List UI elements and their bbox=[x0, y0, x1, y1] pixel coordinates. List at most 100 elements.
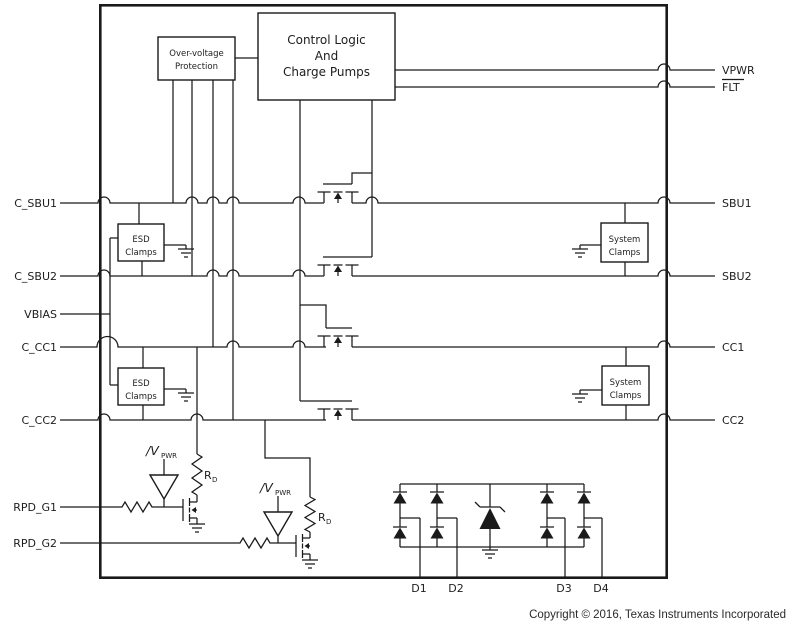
wire-cc1-right bbox=[352, 340, 715, 348]
wire-cc2-right bbox=[352, 413, 715, 421]
pin-label-c-cc2: C_CC2 bbox=[21, 414, 57, 427]
sys2-stubs bbox=[579, 347, 627, 420]
control-logic-label-2: And bbox=[315, 49, 338, 63]
nmos-pass-fet-cc1 bbox=[300, 304, 359, 347]
wire-rpd-g1 bbox=[60, 500, 183, 514]
rd2-rail bbox=[264, 420, 311, 497]
left-pin-labels: C_SBU1 C_SBU2 VBIAS C_CC1 C_CC2 RPD_G1 R… bbox=[13, 197, 57, 550]
system-clamps-bottom-label-2: Clamps bbox=[610, 391, 642, 401]
inverter-1: /V PWR bbox=[145, 443, 180, 507]
pin-label-cc2: CC2 bbox=[722, 414, 744, 427]
block-system-clamps-top: System Clamps bbox=[600, 222, 649, 263]
pin-label-d4: D4 bbox=[593, 582, 608, 595]
pin-label-sbu2: SBU2 bbox=[722, 270, 752, 283]
wire-sbu1-right bbox=[352, 196, 715, 204]
inverter-2-label: /V bbox=[259, 480, 274, 495]
pin-label-d3: D3 bbox=[556, 582, 571, 595]
chip-boundary bbox=[99, 4, 669, 580]
pin-label-c-sbu2: C_SBU2 bbox=[14, 270, 57, 283]
ground-icon-sys2 bbox=[572, 393, 588, 403]
pin-label-flt: FLT bbox=[722, 81, 740, 94]
ground-icon-sys1 bbox=[572, 248, 588, 258]
inverter-1-label: /V bbox=[145, 443, 160, 458]
wire-c-sbu2-left bbox=[60, 269, 324, 277]
nmos-pulldown-fet-rpd-g1 bbox=[182, 498, 198, 524]
system-clamps-top-box bbox=[600, 222, 649, 263]
ground-icon-esd2 bbox=[178, 392, 194, 402]
system-clamps-bottom-box bbox=[601, 365, 650, 406]
pin-label-cc1: CC1 bbox=[722, 341, 744, 354]
nmos-pass-fet-sbu1 bbox=[317, 172, 372, 203]
inverter-2-icon bbox=[262, 511, 294, 538]
resistor-rd1-icon bbox=[190, 453, 204, 502]
esd1-stubs bbox=[110, 203, 187, 276]
nmos-pass-fet-sbu2 bbox=[317, 256, 372, 276]
wire-rpd-g2 bbox=[60, 536, 296, 550]
ovp-output-wires bbox=[172, 57, 258, 420]
esd-diode-array bbox=[393, 484, 591, 550]
ground-icon-fet1 bbox=[189, 523, 205, 533]
control-logic-label-1: Control Logic bbox=[287, 33, 366, 47]
bottom-pin-labels: D1 D2 D3 D4 bbox=[411, 582, 608, 595]
ground-icons bbox=[178, 248, 588, 569]
copyright-notice: Copyright © 2016, Texas Instruments Inco… bbox=[529, 609, 786, 621]
wire-flt bbox=[395, 80, 715, 88]
pin-label-rpd-g1: RPD_G1 bbox=[13, 501, 57, 514]
esd-clamps-top-box bbox=[117, 223, 165, 262]
rd2-label-sub: D bbox=[326, 518, 331, 526]
pin-label-vpwr: VPWR bbox=[722, 64, 755, 77]
wire-c-cc1-left bbox=[60, 335, 326, 348]
overvoltage-label-1: Over-voltage bbox=[169, 49, 224, 59]
inverter-2: /V PWR bbox=[259, 480, 294, 543]
esd-clamps-bottom-label-2: Clamps bbox=[125, 392, 157, 402]
pulldown-resistor-2: R D bbox=[303, 496, 331, 538]
block-overvoltage-protection: Over-voltage Protection bbox=[157, 36, 236, 81]
right-pin-labels: VPWR FLT SBU1 SBU2 CC1 CC2 bbox=[722, 64, 755, 427]
pin-label-sbu1: SBU1 bbox=[722, 197, 752, 210]
diode-column-2 bbox=[430, 484, 444, 547]
inverter-1-icon bbox=[148, 474, 180, 501]
wire-c-cc2-left bbox=[60, 413, 326, 421]
rd1-label-sub: D bbox=[212, 476, 217, 484]
esd-clamps-top-label-2: Clamps bbox=[125, 248, 157, 258]
control-logic-box bbox=[257, 12, 396, 101]
pulldown-resistor-1: R D bbox=[190, 453, 217, 502]
pin-label-c-cc1: C_CC1 bbox=[21, 341, 57, 354]
wire-vpwr bbox=[395, 63, 715, 71]
diode-column-1 bbox=[393, 484, 407, 547]
overvoltage-box bbox=[157, 36, 236, 81]
esd-clamps-bottom-label-1: ESD bbox=[132, 379, 150, 389]
system-clamps-top-label-1: System bbox=[609, 235, 641, 245]
pin-label-rpd-g2: RPD_G2 bbox=[13, 537, 57, 550]
esd-clamps-top-label-1: ESD bbox=[132, 235, 150, 245]
inverter-1-label-sub: PWR bbox=[161, 452, 177, 460]
rd1-label: R bbox=[204, 469, 212, 482]
control-gate-rails bbox=[299, 100, 373, 401]
internal-wires bbox=[109, 57, 627, 577]
pin-label-d1: D1 bbox=[411, 582, 426, 595]
overvoltage-label-2: Protection bbox=[175, 62, 218, 72]
system-clamps-top-label-2: Clamps bbox=[609, 248, 641, 258]
esd2-stubs bbox=[110, 347, 187, 420]
diode-column-3 bbox=[540, 484, 554, 547]
control-logic-label-3: Charge Pumps bbox=[283, 65, 370, 79]
nmos-pass-fet-cc2 bbox=[300, 400, 359, 420]
block-esd-clamps-top: ESD Clamps bbox=[117, 223, 165, 262]
ground-icon-fet2 bbox=[302, 559, 318, 569]
block-control-logic: Control Logic And Charge Pumps bbox=[257, 12, 396, 101]
pin-label-d2: D2 bbox=[448, 582, 463, 595]
ground-icon-esd1 bbox=[178, 248, 194, 258]
esd-clamps-bottom-box bbox=[117, 367, 165, 406]
rd2-label: R bbox=[318, 511, 326, 524]
inverter-2-label-sub: PWR bbox=[275, 489, 291, 497]
diode-rails bbox=[400, 483, 584, 548]
sys1-stubs bbox=[579, 203, 626, 276]
pin-label-vbias: VBIAS bbox=[24, 308, 57, 321]
pin-wires bbox=[60, 63, 715, 550]
system-clamps-bottom-label-1: System bbox=[610, 378, 642, 388]
diode-column-4 bbox=[577, 484, 591, 547]
nmos-pulldown-fet-rpd-g2 bbox=[295, 534, 311, 560]
block-system-clamps-bottom: System Clamps bbox=[601, 365, 650, 406]
